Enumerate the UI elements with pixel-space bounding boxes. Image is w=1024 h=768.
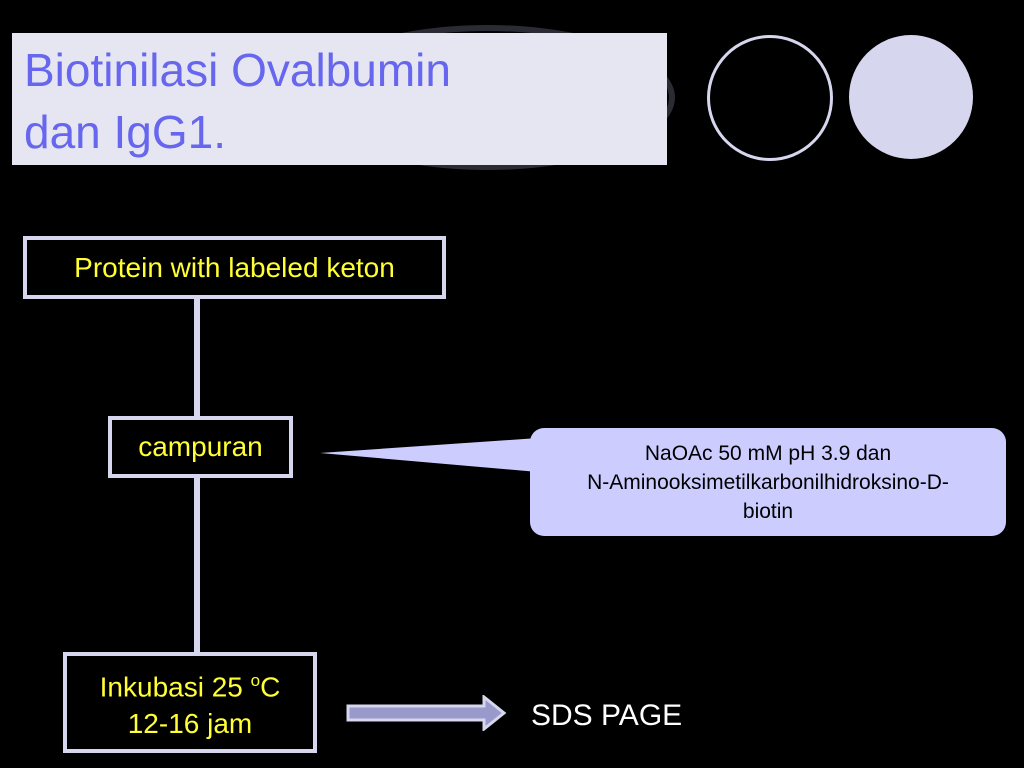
- flow-box-campuran-label: campuran: [138, 431, 263, 462]
- title-line-2: dan IgG1.: [24, 106, 227, 158]
- inkubasi-temp-label: Inkubasi 25: [99, 671, 251, 703]
- callout-line-3: biotin: [742, 500, 794, 523]
- title-line-1: Biotinilasi Ovalbumin: [24, 44, 451, 96]
- flow-box-campuran: campuran: [108, 416, 293, 478]
- output-label: SDS PAGE: [531, 699, 683, 732]
- slide-title: Biotinilasi Ovalbumin dan IgG1.: [24, 39, 451, 163]
- flow-box-inkubasi: Inkubasi 25 oC 12-16 jam: [63, 652, 317, 753]
- celsius-unit: C: [260, 671, 281, 703]
- connector-line-1: [194, 290, 200, 418]
- right-arrow-icon: [346, 695, 507, 731]
- reagent-callout: NaOAc 50 mM pH 3.9 dan N-Aminooksimetilk…: [530, 428, 1006, 536]
- connector-line-2: [194, 470, 200, 660]
- title-banner: Biotinilasi Ovalbumin dan IgG1.: [12, 33, 667, 165]
- callout-line-2: N-Aminooksimetilkarbonilhidroksino-D-: [587, 471, 949, 494]
- flow-box-protein-label: Protein with labeled keton: [74, 251, 395, 283]
- degree-mark: o: [250, 671, 261, 691]
- inkubasi-line-1: Inkubasi 25 oC: [100, 663, 281, 705]
- callout-line-1: NaOAc 50 mM pH 3.9 dan: [644, 442, 892, 465]
- decorative-circle-outline: [707, 35, 833, 161]
- flow-box-protein: Protein with labeled keton: [23, 236, 446, 299]
- callout-pointer: [320, 438, 538, 472]
- decorative-circle-filled: [849, 35, 973, 159]
- inkubasi-line-2: 12-16 jam: [127, 707, 253, 739]
